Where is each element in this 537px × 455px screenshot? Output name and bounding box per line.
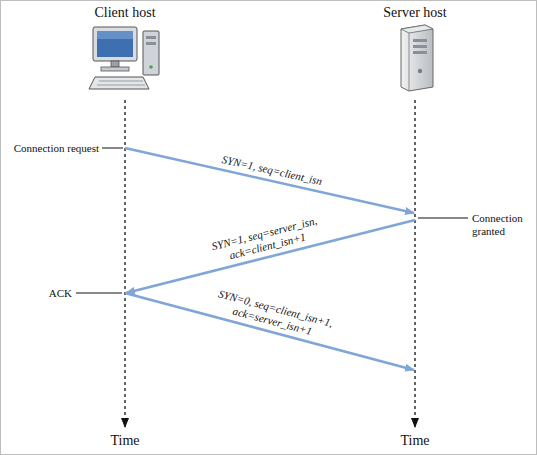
host-node: Server host <box>375 4 455 101</box>
server-icon <box>375 21 455 97</box>
host-name: Client host <box>85 4 165 21</box>
host-icon <box>375 21 455 101</box>
host-name: Server host <box>375 4 455 21</box>
message-arrow <box>125 148 414 213</box>
event-label: Connection request <box>14 142 99 155</box>
event-label: Connection granted <box>472 212 532 238</box>
server-timeline <box>414 100 415 427</box>
message-label: SYN=1, seq=server_isn, ack=client_isn+1 <box>190 209 342 271</box>
host-node: Client host <box>85 4 165 101</box>
client-computer-icon <box>85 21 165 97</box>
host-icon <box>85 21 165 101</box>
leader-line <box>76 293 122 294</box>
message-label: SYN=0, seq=client_isn+1, ack=server_isn+… <box>199 283 351 347</box>
leader-line <box>102 148 123 149</box>
axis-label: Time <box>400 433 429 449</box>
axis-label: Time <box>110 433 139 449</box>
event-label: ACK <box>49 287 72 300</box>
leader-line <box>418 218 468 219</box>
